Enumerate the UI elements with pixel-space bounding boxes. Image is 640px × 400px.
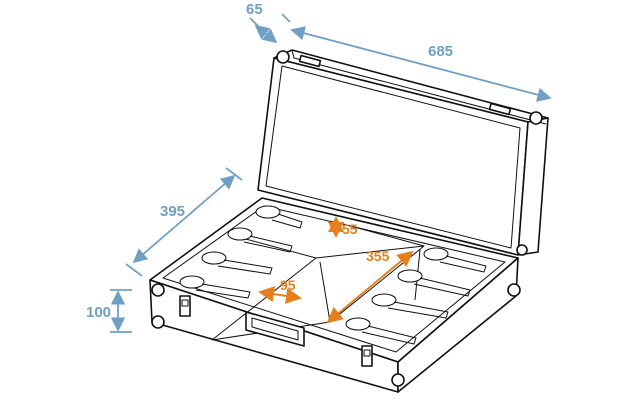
microphone-cutout-icon xyxy=(255,205,303,229)
corner-ball-icon xyxy=(151,283,165,297)
corner-ball-icon xyxy=(516,244,528,256)
latch-icon xyxy=(179,295,191,317)
dim-label-slot-depth: 55 xyxy=(342,221,358,237)
dim-label-height: 100 xyxy=(86,304,111,321)
corner-ball-icon xyxy=(151,315,165,329)
microphone-cutout-icon xyxy=(179,275,251,299)
dim-label-length: 685 xyxy=(428,43,453,60)
corner-ball-icon xyxy=(507,283,521,297)
dim-label-slot-length: 355 xyxy=(366,248,390,264)
dimension-height: 100 xyxy=(86,289,132,333)
corner-ball-icon xyxy=(276,50,290,64)
microphone-cutout-icon xyxy=(423,247,487,273)
dimension-width: 395 xyxy=(125,167,243,277)
dimension-slot-length: 355 xyxy=(326,248,414,324)
corner-ball-icon xyxy=(391,373,405,387)
dimension-lid-depth: 65 xyxy=(246,1,291,44)
corner-ball-icon xyxy=(529,111,543,125)
dim-label-width: 395 xyxy=(160,203,185,220)
case-handle-icon xyxy=(245,311,305,347)
dim-label-lid-depth: 65 xyxy=(246,1,263,18)
dimension-slot-width: 95 xyxy=(258,277,302,304)
dimension-slot-depth: 55 xyxy=(328,216,358,238)
dim-label-slot-width: 95 xyxy=(280,277,296,293)
latch-icon xyxy=(361,345,373,367)
dimension-length: 685 xyxy=(290,26,552,102)
